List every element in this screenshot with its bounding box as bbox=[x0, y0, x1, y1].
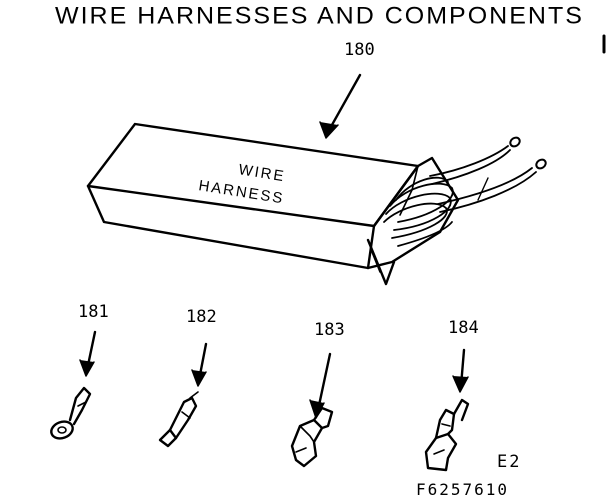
arrow-181 bbox=[79, 330, 97, 377]
spade-terminal-182 bbox=[158, 391, 199, 448]
callout-183: 183 bbox=[314, 320, 345, 340]
arrow-184 bbox=[452, 348, 469, 393]
female-connector-183 bbox=[290, 406, 334, 468]
diagram-title: WIRE HARNESSES AND COMPONENTS bbox=[55, 2, 584, 30]
figure-number: F6257610 bbox=[416, 480, 510, 499]
ring-terminal-181 bbox=[50, 386, 92, 440]
package-label-line1: WIRE bbox=[237, 161, 286, 185]
arrow-183 bbox=[309, 352, 332, 419]
wire-leads bbox=[429, 136, 547, 213]
bullet-connector-184 bbox=[424, 398, 470, 472]
wire-coil bbox=[383, 176, 454, 247]
page-code: E2 bbox=[497, 452, 522, 472]
callout-184: 184 bbox=[448, 318, 479, 338]
callout-182: 182 bbox=[186, 307, 217, 327]
arrow-180 bbox=[319, 73, 362, 139]
callout-180: 180 bbox=[344, 40, 375, 60]
arrow-182 bbox=[191, 342, 208, 387]
callout-181: 181 bbox=[78, 302, 109, 322]
